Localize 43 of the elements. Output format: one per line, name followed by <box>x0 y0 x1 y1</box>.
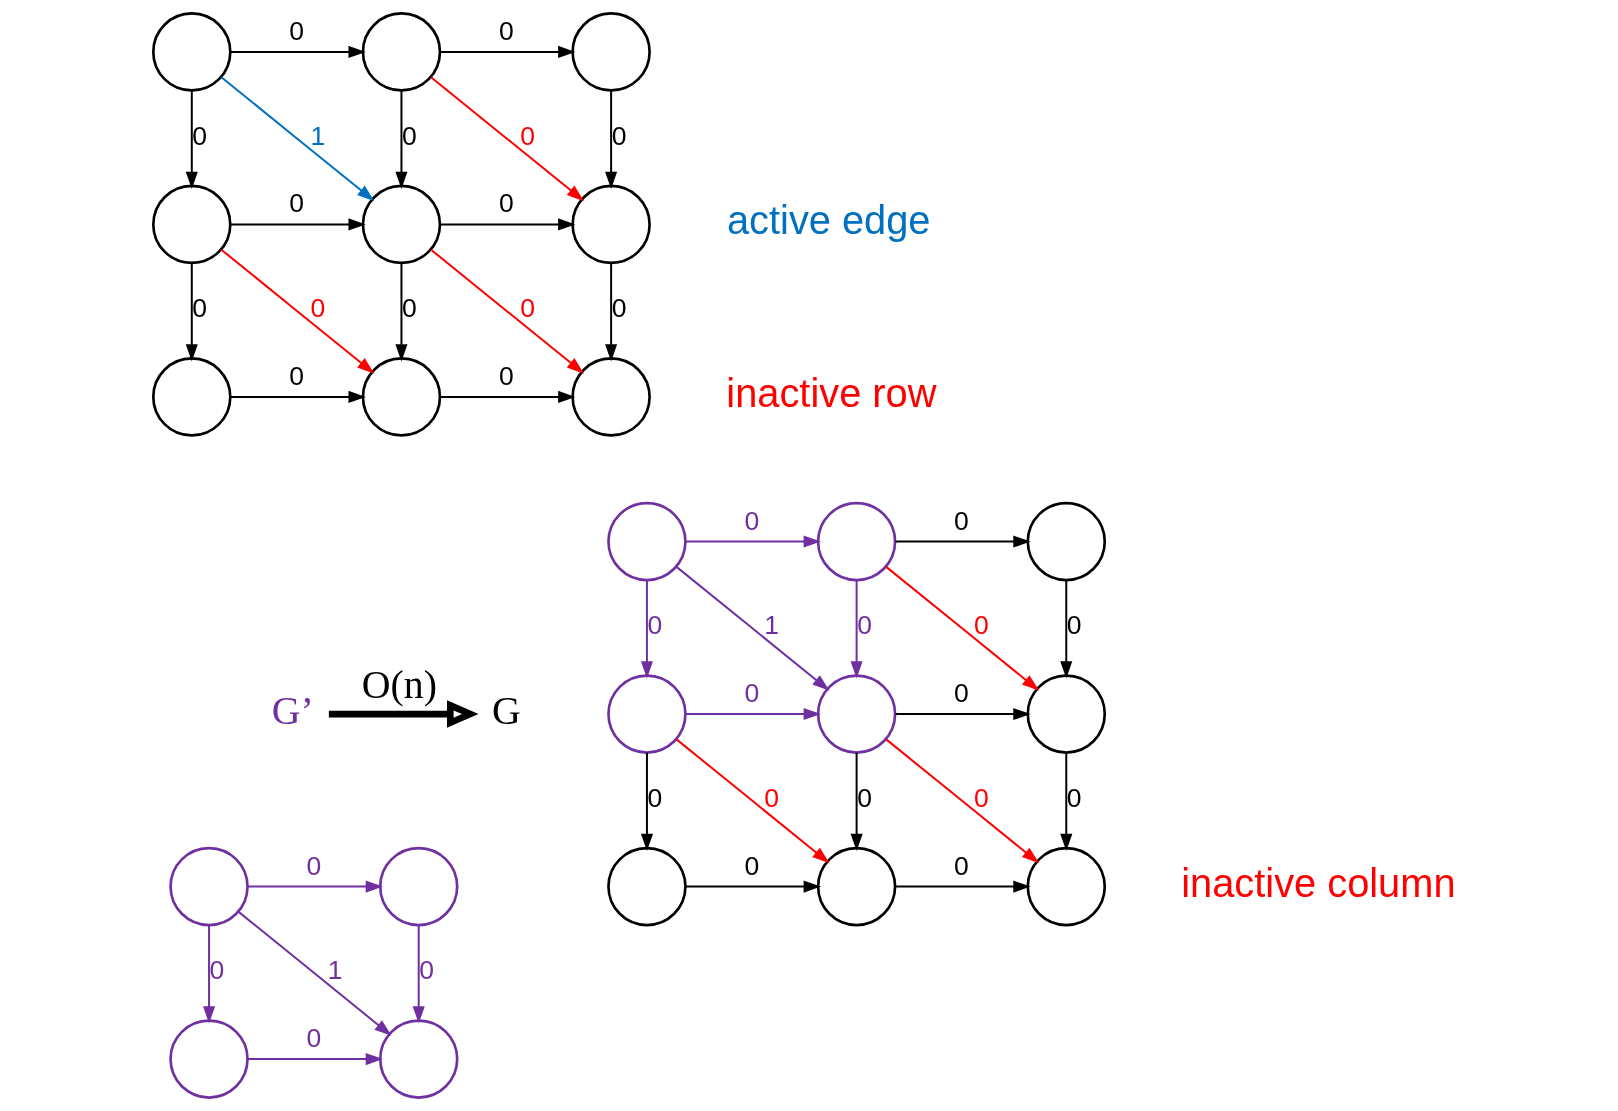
edge-label: 0 <box>401 293 417 324</box>
edge-label: 0 <box>309 293 325 324</box>
edge-label: 0 <box>288 188 304 219</box>
edge-label: 0 <box>743 678 759 709</box>
edge-label: 0 <box>288 360 304 391</box>
edge-label: 0 <box>401 120 417 151</box>
node-text: G <box>491 689 521 734</box>
edge-label: 0 <box>306 1023 321 1054</box>
edge-label: 0 <box>519 293 535 324</box>
edge-label: 0 <box>519 120 535 151</box>
edge-label: 0 <box>973 610 989 641</box>
edge-label: 0 <box>611 120 626 151</box>
edge-label: 0 <box>647 782 662 813</box>
edge-label: 0 <box>856 782 872 813</box>
edge-label: 0 <box>763 782 779 813</box>
edge-label: 0 <box>191 120 207 151</box>
edge-label: 1 <box>327 955 342 986</box>
edge-label: O(n) <box>361 663 437 708</box>
edge-label: 0 <box>953 678 969 709</box>
edge-label: 0 <box>1066 610 1082 641</box>
edge-label: 0 <box>1066 782 1082 813</box>
edge-label: 0 <box>498 15 514 46</box>
edge-label: 0 <box>306 850 321 881</box>
node-text: G’ <box>271 689 314 734</box>
edge-label: 0 <box>191 293 207 324</box>
edge-label: 0 <box>418 955 434 986</box>
edge-label: 0 <box>953 505 969 536</box>
edge-label: 0 <box>856 610 872 641</box>
edge-label: 1 <box>309 120 325 151</box>
edge-label: 0 <box>288 15 304 46</box>
edge-label: 1 <box>763 610 779 641</box>
label: inactive row <box>725 370 936 415</box>
edge-label: 0 <box>953 850 969 881</box>
edge-label: 0 <box>498 188 514 219</box>
label: inactive column <box>1180 860 1456 905</box>
edge-label: 0 <box>647 610 662 641</box>
edge-label: 0 <box>743 850 759 881</box>
edge-label: 0 <box>209 955 224 986</box>
edge-label: 0 <box>973 782 989 813</box>
edge-label: 0 <box>743 505 759 536</box>
edge-label: 0 <box>611 293 626 324</box>
edge-label: 0 <box>498 360 514 391</box>
label: active edge <box>726 198 931 243</box>
